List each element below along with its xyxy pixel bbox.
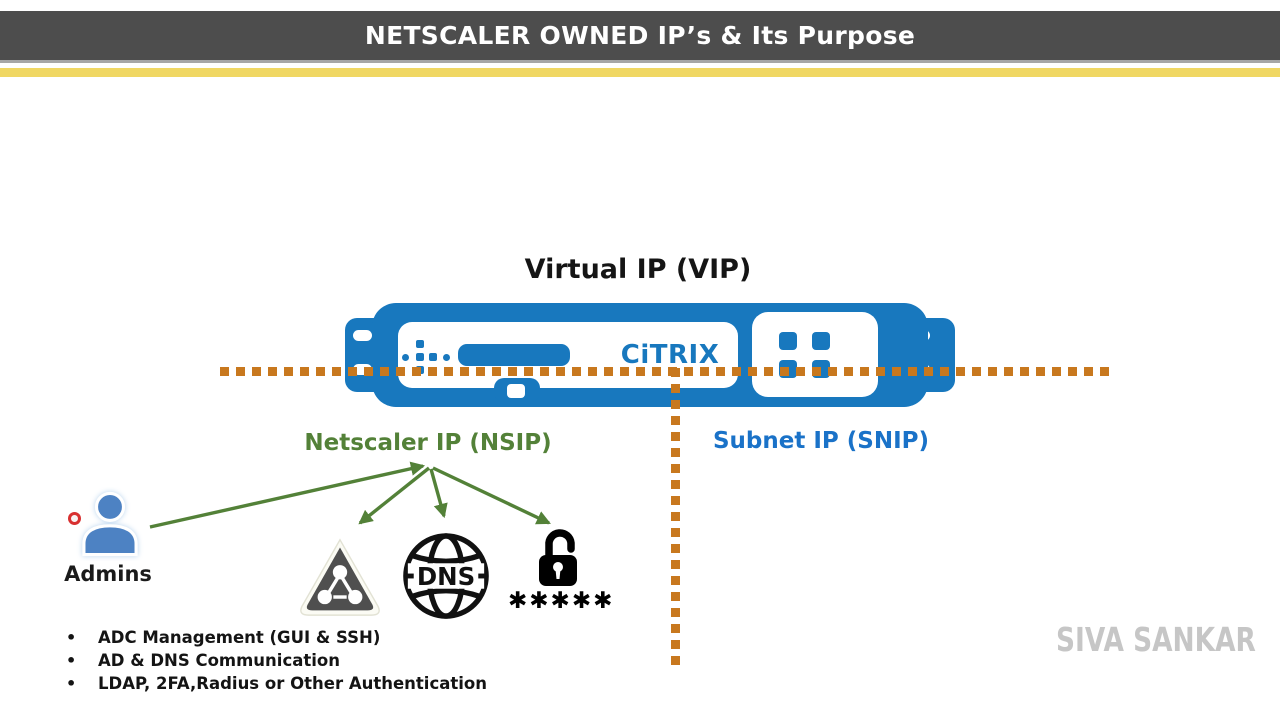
vip-label: Virtual IP (VIP) [524,254,752,285]
nsip-label: Netscaler IP (NSIP) [304,430,552,456]
title-bar: NETSCALER OWNED IP’s & Its Purpose [0,11,1280,63]
purpose-item: AD & DNS Communication [64,649,487,672]
arrow-admins-to-nsip [149,461,426,529]
ad-network-triangle-icon [300,538,380,616]
appliance-port [779,332,797,350]
appliance-lcd-display [458,344,570,366]
admins-label: Admins [64,562,152,586]
appliance-port-panel [752,312,878,397]
citrix-logo: CiTRIX [620,340,720,370]
arrow-nsip-to-ad [358,466,431,525]
laser-pointer-dot [68,512,81,525]
horizontal-dotted-divider [220,367,1114,376]
vertical-dotted-divider [671,368,680,665]
arrow-nsip-to-dns [429,468,448,519]
arrow-nsip-to-auth [432,466,551,525]
appliance-power-button [507,384,525,398]
dns-globe-text: DNS [417,562,475,591]
snip-label: Subnet IP (SNIP) [712,428,930,454]
admin-person-icon [82,491,138,557]
dns-globe-icon: DNS [403,533,489,619]
nsip-purpose-list: ADC Management (GUI & SSH) AD & DNS Comm… [64,626,487,695]
appliance-port [812,332,830,350]
purpose-item: LDAP, 2FA,Radius or Other Authentication [64,672,487,695]
page-title: NETSCALER OWNED IP’s & Its Purpose [364,21,916,50]
purpose-item: ADC Management (GUI & SSH) [64,626,487,649]
open-padlock-icon [539,529,577,586]
watermark: SIVA SANKAR [1056,620,1256,659]
accent-divider [0,68,1280,77]
password-asterisks: ✱✱✱✱✱ [508,588,615,614]
nsip-arrows [149,461,551,529]
